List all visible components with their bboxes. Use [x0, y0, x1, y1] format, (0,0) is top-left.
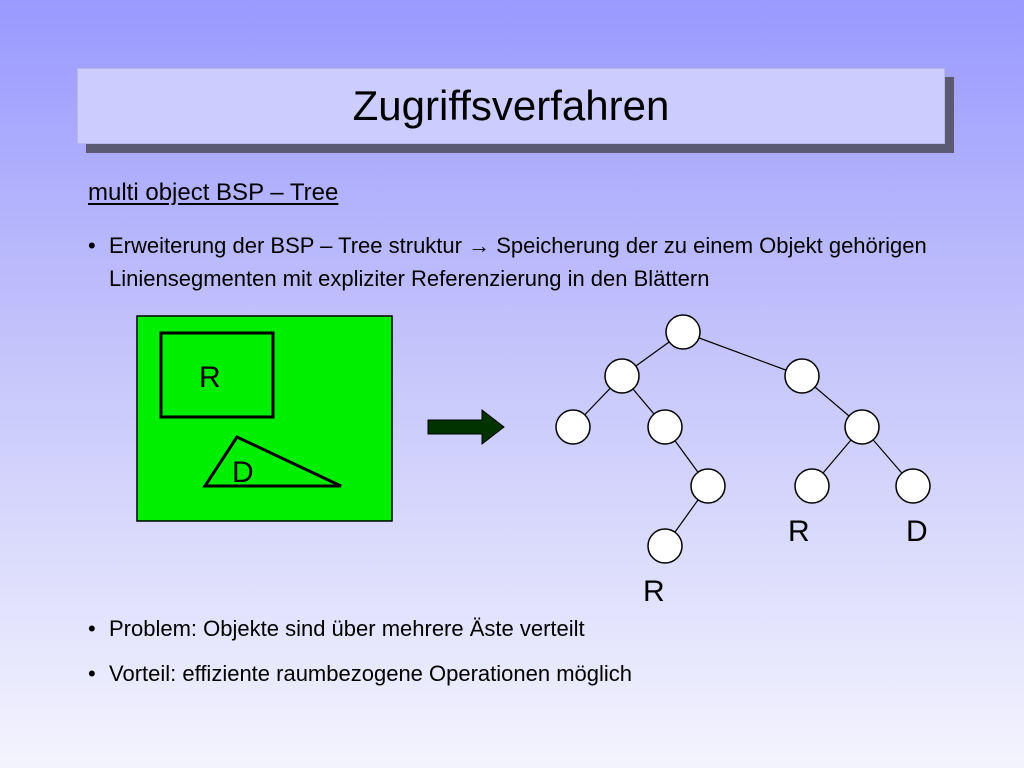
tree-node	[647, 409, 683, 445]
tree-node	[604, 358, 640, 394]
bullet-marker: •	[88, 233, 96, 258]
triangle-label: D	[232, 456, 254, 489]
bullet-marker: •	[88, 661, 96, 686]
title-box: Zugriffsverfahren	[77, 68, 945, 144]
right-arrow-icon	[427, 408, 505, 446]
tree-nodes	[555, 314, 931, 564]
tree-node-root	[665, 314, 701, 350]
tree-edge	[682, 331, 803, 377]
leaf-label-r: R	[788, 515, 810, 548]
bullet-item: • Vorteil: effiziente raumbezogene Opera…	[88, 657, 888, 690]
bullet-item: • Problem: Objekte sind über mehrere Äst…	[88, 612, 888, 645]
tree-node	[895, 468, 931, 504]
tree-node	[690, 468, 726, 504]
tree-node	[647, 528, 683, 564]
tree-node	[784, 358, 820, 394]
bullet-marker: •	[88, 616, 96, 641]
section-subtitle: multi object BSP – Tree	[88, 179, 339, 206]
rectangle-object	[159, 331, 275, 419]
leaf-label-d: D	[906, 515, 928, 548]
bullet-item: • Erweiterung der BSP – Tree struktur → …	[88, 229, 958, 295]
bullet-text: Vorteil: effiziente raumbezogene Operati…	[109, 661, 633, 686]
bullet-text: Problem: Objekte sind über mehrere Äste …	[109, 616, 585, 641]
bullet-text: Erweiterung der BSP – Tree struktur → Sp…	[109, 233, 927, 291]
slide-title: Zugriffsverfahren	[352, 82, 670, 129]
tree-node	[844, 409, 880, 445]
tree-node	[555, 409, 591, 445]
rectangle-label: R	[199, 361, 221, 394]
triangle-object	[202, 435, 342, 488]
tree-node	[794, 468, 830, 504]
leaf-label-r: R	[643, 575, 665, 608]
